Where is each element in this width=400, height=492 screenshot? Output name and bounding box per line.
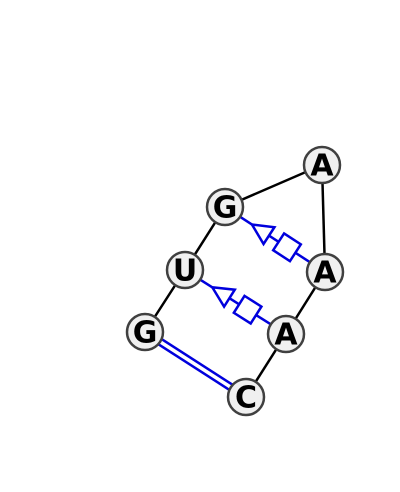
nucleotide-label: U — [173, 254, 197, 289]
nucleotide-circle — [305, 252, 345, 292]
nucleotide-label: C — [235, 381, 257, 416]
nucleotide-label: G — [213, 191, 238, 226]
nucleotide-c-n7: C — [226, 377, 266, 417]
nucleotide-label: G — [133, 316, 158, 351]
nucleotide-circle — [165, 250, 205, 290]
nucleotide-g-n3: G — [125, 312, 165, 352]
nucleotide-a-n4: A — [266, 314, 306, 354]
nucleotide-a-n5: A — [305, 252, 345, 292]
nucleotide-circle — [226, 377, 266, 417]
nucleotide-u-n2: U — [165, 250, 205, 290]
pair-n1-n5 — [239, 215, 311, 264]
nucleotide-a-n6: A — [302, 145, 342, 185]
nucleotide-circle — [302, 145, 342, 185]
nucleotide-circle — [125, 312, 165, 352]
pair-n3-n7 — [157, 338, 234, 391]
nucleotide-circle — [266, 314, 306, 354]
pair-n2-n4 — [199, 278, 272, 326]
nucleotide-label: A — [313, 256, 337, 291]
nucleotide-g-n1: G — [205, 187, 245, 227]
nucleotide-circle — [205, 187, 245, 227]
nucleotide-label: A — [274, 318, 298, 353]
nucleotide-label: A — [310, 149, 334, 184]
